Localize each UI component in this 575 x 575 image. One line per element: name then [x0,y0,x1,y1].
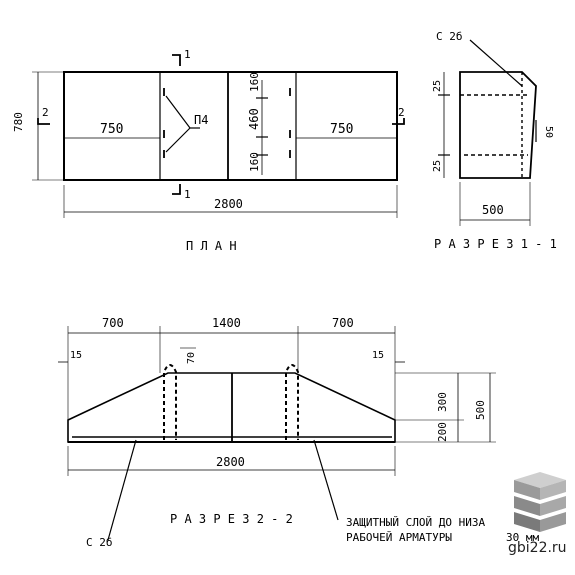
plan-section1-mark-top-label: 1 [184,48,191,61]
plan-section2-mark-right-label: 2 [398,106,405,119]
section2-title: Р А З Р Е З 2 - 2 [170,512,293,526]
section1-width-dim: 500 [482,203,504,217]
watermark-text: gbi22.ru [508,540,567,556]
section2-mid-span: 1400 [212,316,241,330]
section2-loop-left [163,364,177,440]
note-leader [313,439,339,521]
section2-lower-height: 200 [436,422,449,442]
plan-mid-dim: 460 [247,108,261,130]
section1-top-dim: 25 [432,80,443,92]
section1-bottom-dim: 25 [432,160,443,172]
section2-note-value: 30 мм [506,531,539,544]
section2-rebar-label: С 2б [86,536,113,549]
section1-mark-label: С 2б [436,30,463,43]
section2-right-offset: 15 [372,350,384,361]
rebar-leader [107,439,137,541]
section2-total-length: 2800 [216,455,245,469]
plan-loop-label: П4 [194,113,208,127]
section2-total-height: 500 [474,400,487,420]
section2-mark-left [37,118,50,125]
plan-title: П Л А Н [186,239,237,253]
section1-mark-top [172,54,181,66]
plan-section1-mark-bottom-label: 1 [184,188,191,201]
plan-total-length: 2800 [214,197,243,211]
plan-height-dim: 780 [12,112,25,132]
section1-mark-bottom [172,184,181,195]
section2-note-line2: РАБОЧЕЙ АРМАТУРЫ [346,531,452,544]
section2-loop-right [285,364,299,440]
section2-upper-height: 300 [436,392,449,412]
loop-leader [165,95,191,153]
section1-right-dim: 50 [543,126,554,138]
section1-view [438,39,537,226]
section2-left-offset: 15 [70,350,82,361]
plan-left-span: 750 [100,122,123,137]
plan-top-dim: 160 [248,72,261,92]
watermark-logo-icon [514,472,566,532]
section2-view [58,326,496,541]
plan-outline [63,71,398,181]
plan-view [32,54,405,218]
plan-right-span: 750 [330,122,353,137]
section2-mark-right [392,118,405,125]
section2-left-span: 700 [102,316,124,330]
plan-section2-mark-left-label: 2 [42,106,49,119]
section1-title: Р А З Р Е З 1 - 1 [434,237,557,251]
section2-loop-dim: 70 [186,352,197,364]
plan-bottom-dim: 160 [248,152,261,172]
section2-right-span: 700 [332,316,354,330]
section1-outline [459,71,537,179]
section2-note-line1: ЗАЩИТНЫЙ СЛОЙ ДО НИЗА [346,516,485,529]
